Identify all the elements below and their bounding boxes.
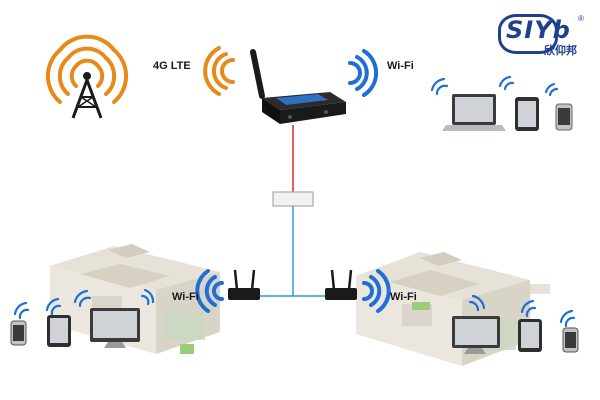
logo-text: SIYb xyxy=(506,16,571,44)
left-monitor-icon xyxy=(90,308,140,348)
right-monitor-icon xyxy=(452,316,500,354)
left-tablet-icon xyxy=(47,315,71,347)
4g-router-icon xyxy=(250,49,346,124)
brand-logo: SIYb 欣仰邦 ® xyxy=(498,14,590,60)
logo-ring xyxy=(498,14,558,54)
tablet-icon xyxy=(515,97,539,131)
router-lte-waves-icon xyxy=(203,46,235,96)
laptop-icon xyxy=(442,94,506,131)
lte-label: 4G LTE xyxy=(153,60,191,72)
network-switch-box xyxy=(272,191,314,207)
left-router-wifi-waves-icon xyxy=(195,269,224,313)
left-devices-wifi-waves-icon xyxy=(13,288,155,320)
right-router-icon xyxy=(325,269,357,300)
left-router-icon xyxy=(228,269,260,300)
lte-signal-waves-icon xyxy=(45,34,129,104)
logo-chinese-text: 欣仰邦 xyxy=(544,44,577,57)
top-devices-wifi-waves-icon xyxy=(430,75,559,97)
left-phone-icon xyxy=(10,320,27,346)
right-router-wifi-waves-icon xyxy=(362,269,391,313)
wifi-label-left: Wi-Fi xyxy=(172,291,199,303)
wifi-label-right: Wi-Fi xyxy=(390,291,417,303)
right-phone-icon xyxy=(562,327,579,353)
phone-icon xyxy=(555,103,573,131)
wifi-label-top: Wi-Fi xyxy=(387,60,414,72)
router-wifi-waves-icon xyxy=(348,49,379,97)
right-tablet-icon xyxy=(518,319,542,352)
registered-mark: ® xyxy=(578,14,584,23)
right-devices-wifi-waves-icon xyxy=(468,294,576,328)
cell-tower-icon xyxy=(71,72,103,119)
